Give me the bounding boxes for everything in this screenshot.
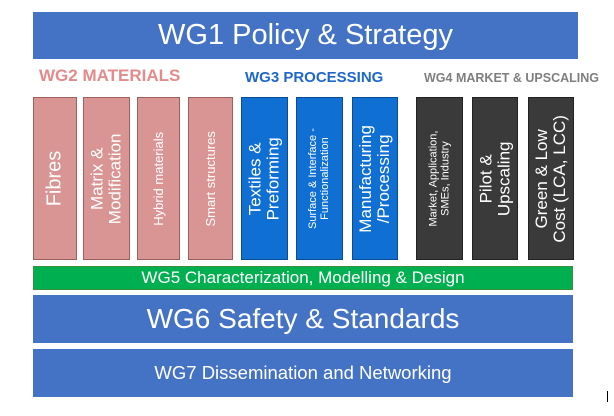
wg2-box-matrix-modification: Matrix & Modification [83,97,130,260]
wg2-box-smart-structures: Smart structures [188,97,233,260]
wg4-box-pilot-upscaling: Pilot & Upscaling [472,97,518,260]
wg2-box-fibres: Fibres [33,97,77,260]
wg3-box-manufacturing-processing-label: Manufacturing /Processing [356,124,394,233]
wg4-box-pilot-upscaling-label: Pilot & Upscaling [476,141,513,216]
wg5-label: WG5 Characterization, Modelling & Design [141,268,465,287]
wg7-label: WG7 Dissemination and Networking [154,362,452,383]
wg3-title: WG3 PROCESSING [245,69,384,86]
wg4-box-green-low-cost-label: Green & Low Cost (LCA, LCC) [532,114,569,243]
wg1-policy-strategy-band: WG1 Policy & Strategy [33,12,578,59]
wg3-box-surface-interface: Surface & Interface - Functionalization [296,97,343,260]
wg3-box-manufacturing-processing: Manufacturing /Processing [352,97,398,260]
wg3-box-textiles-preforming-label: Textiles & Preforming [245,136,283,221]
wg2-box-smart-structures-label: Smart structures [202,130,218,227]
wg4-title: WG4 MARKET & UPSCALING [424,71,599,85]
wg4-box-green-low-cost: Green & Low Cost (LCA, LCC) [528,97,574,260]
wg1-label: WG1 Policy & Strategy [158,19,453,51]
wg7-dissemination-band: WG7 Dissemination and Networking [33,349,573,397]
wg2-box-fibres-label: Fibres [43,150,66,207]
wg6-safety-standards-band: WG6 Safety & Standards [33,295,573,343]
wg3-box-surface-interface-label: Surface & Interface - Functionalization [306,128,331,229]
wg6-label: WG6 Safety & Standards [146,303,460,334]
wg2-box-hybrid-materials: Hybrid materials [137,97,180,260]
wg2-box-hybrid-materials-label: Hybrid materials [150,131,166,226]
wg5-characterization-band: WG5 Characterization, Modelling & Design [33,266,573,290]
wg2-title: WG2 MATERIALS [39,66,181,85]
wg4-box-market-application: Market, Application, SMEs, Industry [416,97,463,260]
wg3-box-textiles-preforming: Textiles & Preforming [241,97,288,260]
text-cursor-mark [607,391,608,402]
wg4-box-market-application-label: Market, Application, SMEs, Industry [426,130,451,227]
wg2-box-matrix-modification-label: Matrix & Modification [87,133,125,224]
